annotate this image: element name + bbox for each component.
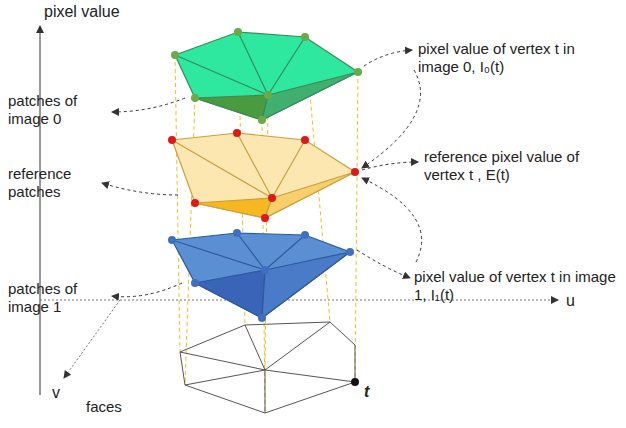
patch-callout: reference patches — [8, 165, 100, 201]
vertex-t — [351, 378, 359, 386]
vertex-callout: pixel value of vertex t in image 1, I₁(t… — [414, 268, 618, 304]
patch-callout: patches of image 0 — [8, 92, 108, 128]
v-axis — [64, 300, 120, 378]
axis-label: u — [566, 291, 575, 310]
leader-lines — [102, 50, 422, 297]
axis-title: pixel value — [44, 2, 120, 21]
vertex-callout: reference pixel value of vertex t , E(t) — [424, 148, 620, 184]
patch-callout: patches of image 1 — [8, 280, 108, 316]
axis-label: v — [52, 383, 60, 402]
projection-lines — [175, 32, 358, 413]
pixel-axis — [40, 26, 41, 395]
u-axis — [40, 300, 558, 301]
faces-mesh — [180, 322, 355, 413]
patch-image-1 — [168, 229, 354, 322]
vertex-label: t — [364, 382, 369, 401]
mesh-label: faces — [86, 398, 122, 416]
vertex-callout: pixel value of vertex t in image 0, I₀(t… — [418, 40, 618, 76]
patch-image-0 — [171, 28, 362, 124]
reference-patch — [168, 129, 359, 222]
